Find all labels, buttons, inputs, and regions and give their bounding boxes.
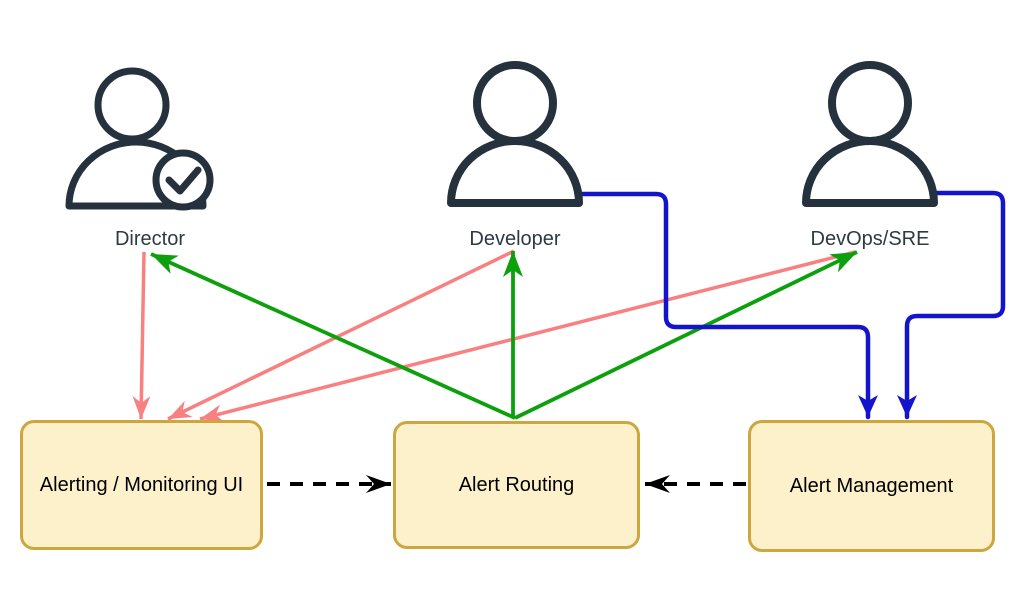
edge-devops-to-alert-management xyxy=(897,190,1006,420)
node-alerting-monitoring-ui: Alerting / Monitoring UI xyxy=(20,420,263,550)
actor-label-developer: Developer xyxy=(469,228,561,250)
person-check-icon xyxy=(65,67,214,211)
node-alert-management: Alert Management xyxy=(748,420,995,552)
edge-director-to-alerting-ui xyxy=(132,251,151,420)
person-icon xyxy=(447,61,583,207)
edge-alert-routing-to-director xyxy=(150,252,516,420)
actor-director xyxy=(55,60,225,212)
edge-developer-to-alerting-ui xyxy=(167,249,515,421)
node-alert-routing: Alert Routing xyxy=(393,421,640,549)
edge-developer-to-alert-management xyxy=(577,191,878,420)
actor-label-devops: DevOps/SRE xyxy=(810,228,930,250)
person-icon xyxy=(802,61,938,207)
edge-alert-routing-to-devops xyxy=(514,250,858,420)
actor-label-director: Director xyxy=(114,228,185,250)
actor-devops xyxy=(800,56,940,208)
actor-developer xyxy=(445,56,585,208)
edge-devops-to-alerting-ui xyxy=(199,250,856,423)
